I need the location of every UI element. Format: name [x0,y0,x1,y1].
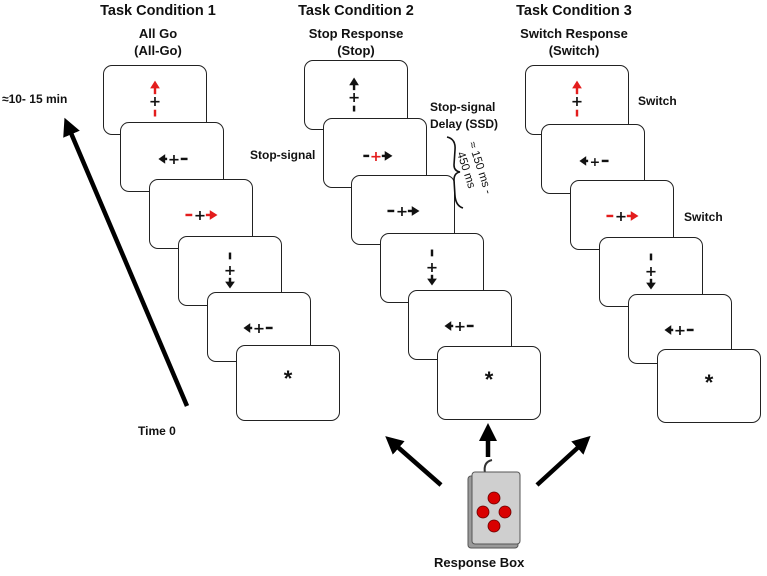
condition-3-abbrev: (Switch) [548,43,600,58]
svg-text:+: + [454,318,466,335]
condition-2-title: Task Condition 2 [298,3,414,19]
left-arrow-stimulus-icon: + [444,318,474,335]
up-arrow-switch-stimulus-icon: + [571,80,583,117]
condition-2-abbrev: (Stop) [337,43,375,58]
switch-label-1: Switch [638,94,677,108]
condition-3-title: Task Condition 3 [516,3,632,19]
response-arrow-right-icon [535,435,591,487]
stop-signal-stimulus-icon: + [363,148,393,165]
svg-text:+: + [224,262,236,279]
svg-text:+: + [253,320,265,337]
svg-text:+: + [396,203,408,220]
response-arrow-left-icon [385,436,443,487]
condition-2-subtitle: Stop Response [308,26,404,41]
condition-1-title: Task Condition 1 [100,3,216,19]
time-zero-label: Time 0 [138,424,176,438]
condition-3-subtitle: Switch Response [520,26,628,41]
svg-text:+: + [168,151,180,168]
down-arrow-stimulus-icon: + [224,252,236,289]
ssd-range-label: ≈ 150 ms - 450 ms [454,140,494,196]
stop-signal-label: Stop-signal [250,148,316,162]
ssd-label-line2: Delay (SSD) [430,117,499,131]
right-arrow-stimulus-icon: + [387,203,420,220]
fixation-star: * [283,366,293,391]
down-arrow-stimulus-icon: + [426,249,438,286]
response-box-icon [467,459,521,549]
condition-1-abbrev: (All-Go) [134,43,182,58]
switch-card: + [525,65,629,135]
fixation-card: * [437,346,541,420]
up-arrow-stimulus-icon: + [348,77,360,112]
left-arrow-stimulus-icon: + [243,320,273,337]
condition-1-subtitle: All Go [138,26,178,41]
fixation-card: * [657,349,761,423]
svg-text:+: + [370,148,382,165]
left-arrow-stimulus-icon: + [579,154,609,169]
switch-label-2: Switch [684,210,723,224]
svg-text:+: + [571,93,583,110]
fixation-card: * [236,345,340,421]
ssd-label-line1: Stop-signal [430,100,496,114]
right-arrow-switch-stimulus-icon: + [606,208,639,225]
svg-text:+: + [590,154,601,169]
svg-text:+: + [194,207,206,224]
up-arrow-stimulus-icon: + [149,80,161,117]
left-arrow-stimulus-icon: + [664,322,694,339]
fixation-star: * [704,370,714,395]
fixation-star: * [484,367,494,392]
svg-text:+: + [645,263,657,280]
down-arrow-stimulus-icon: + [645,253,657,290]
duration-label: ≈10- 15 min [2,92,68,106]
svg-text:+: + [348,89,360,106]
response-box-label: Response Box [434,555,525,570]
svg-text:+: + [674,322,686,339]
svg-text:+: + [426,259,438,276]
svg-text:+: + [615,208,627,225]
svg-text:+: + [149,93,161,110]
